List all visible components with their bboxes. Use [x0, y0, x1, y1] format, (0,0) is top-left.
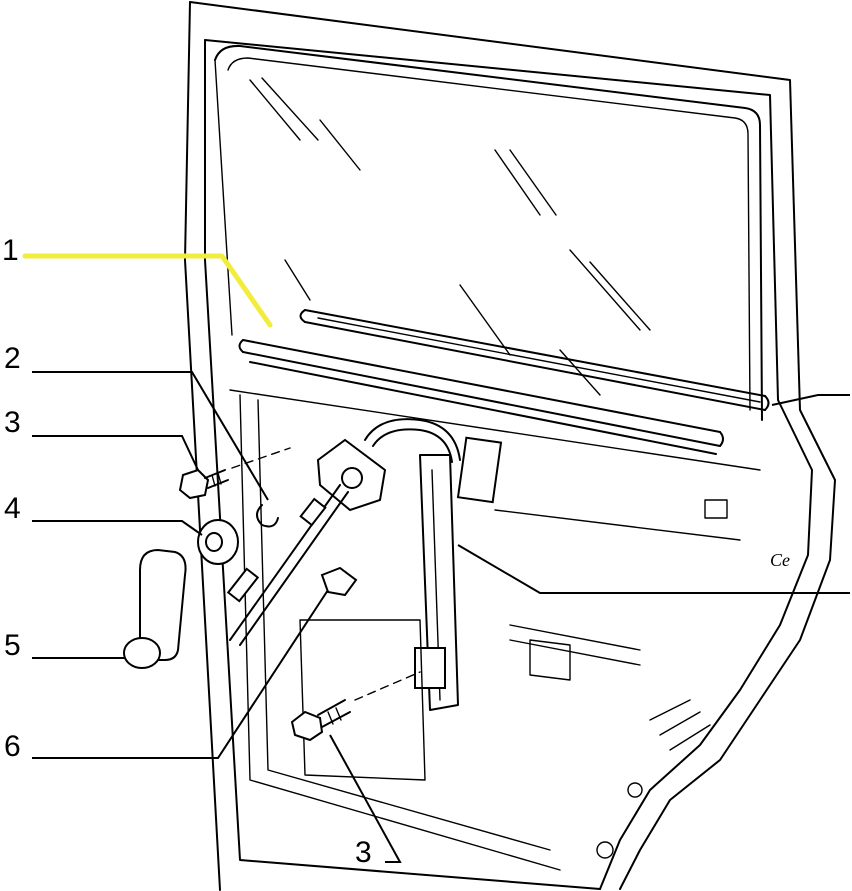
leader-line-4: [32, 520, 203, 536]
crank-handle-part: [123, 548, 187, 669]
leader-line-3-top: [32, 435, 199, 471]
regulator-rail: [364, 418, 503, 711]
leader-line-6: [32, 589, 329, 759]
bushing-part: [197, 519, 239, 565]
clip-part: [256, 504, 279, 528]
door-panel: [184, 1, 836, 891]
cable-clip-part: [320, 566, 358, 597]
callout-6: 6: [4, 730, 21, 763]
leader-line-right-bottom: [457, 544, 850, 594]
leader-line-right-top: [771, 394, 850, 406]
leader-line-3-bottom: [329, 734, 402, 863]
callout-2: 2: [4, 342, 21, 375]
regulator-shaft: [226, 484, 349, 646]
regulator-gearbox: [316, 438, 387, 512]
leader-line-1: [22, 253, 273, 328]
glass-seal-strip: [238, 309, 770, 455]
callout-3-bottom: 3: [355, 836, 372, 869]
leader-lines: [22, 253, 850, 863]
door-inner-details: [299, 499, 741, 859]
bolt-part-bottom: [290, 671, 421, 742]
leader-line-2: [32, 371, 269, 501]
callout-3-top: 3: [4, 406, 21, 439]
door-mark-text: Ce: [770, 550, 790, 570]
callout-4: 4: [4, 492, 21, 525]
window-glass: [214, 44, 763, 421]
callout-5: 5: [4, 629, 21, 662]
callout-1: 1: [2, 234, 19, 267]
